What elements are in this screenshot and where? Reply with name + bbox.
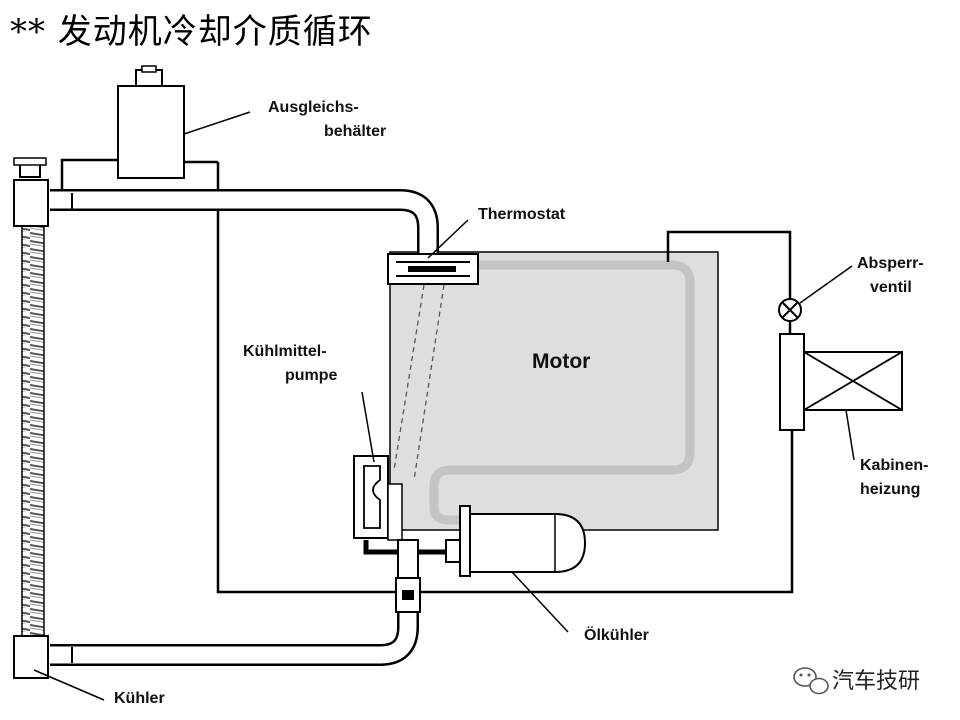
oil-cooler-body (469, 513, 587, 573)
expansion-tank-leader (183, 111, 251, 135)
label-valve-1: Absperr- (857, 255, 924, 272)
label-pump-2: pumpe (285, 367, 338, 384)
label-oil-cooler: Ölkühler (584, 625, 649, 644)
label-heater-1: Kabinen- (860, 457, 928, 474)
oil-cooler-leader (511, 571, 569, 633)
radiator-top-tank (13, 179, 49, 227)
radiator-core (21, 221, 45, 637)
radiator-bottom-tank (13, 635, 49, 679)
label-thermostat: Thermostat (478, 206, 566, 223)
heater-supply-line (666, 230, 792, 297)
expansion-tank-cap-top (141, 65, 157, 73)
coolant-pump-housing (353, 455, 389, 539)
coolant-pump-shaft (387, 483, 403, 541)
expansion-tank (117, 85, 185, 179)
label-pump-1: Kühlmittel- (243, 343, 327, 360)
lower-hose (50, 585, 419, 666)
return-line (216, 162, 794, 594)
engine-coolant-channel (429, 260, 695, 525)
page-title: ** 发动机冷却介质循环 (10, 12, 373, 52)
engine-block (389, 251, 719, 531)
radiator-leader (33, 669, 105, 701)
engine-label: Motor (532, 350, 590, 373)
oil-cooler-flange (459, 505, 471, 577)
oil-cooler-mount (445, 539, 461, 563)
valve-leader (799, 265, 853, 304)
label-heater-2: heizung (860, 481, 920, 498)
thermostat-leader (427, 219, 469, 259)
heater-leader (845, 409, 855, 461)
heater-core (779, 333, 805, 431)
label-expansion-tank-1: Ausgleichs- (268, 99, 359, 116)
thermostat-valve (408, 266, 456, 272)
watermark-text: 汽车技研 (832, 669, 920, 694)
wechat-icon (793, 667, 829, 695)
label-expansion-tank-2: behälter (324, 123, 386, 140)
radiator-cap-top (13, 157, 47, 166)
label-radiator: Kühler (114, 690, 165, 707)
pump-leader (361, 391, 375, 463)
thermostat-housing (387, 253, 479, 285)
label-valve-2: ventil (870, 279, 912, 296)
